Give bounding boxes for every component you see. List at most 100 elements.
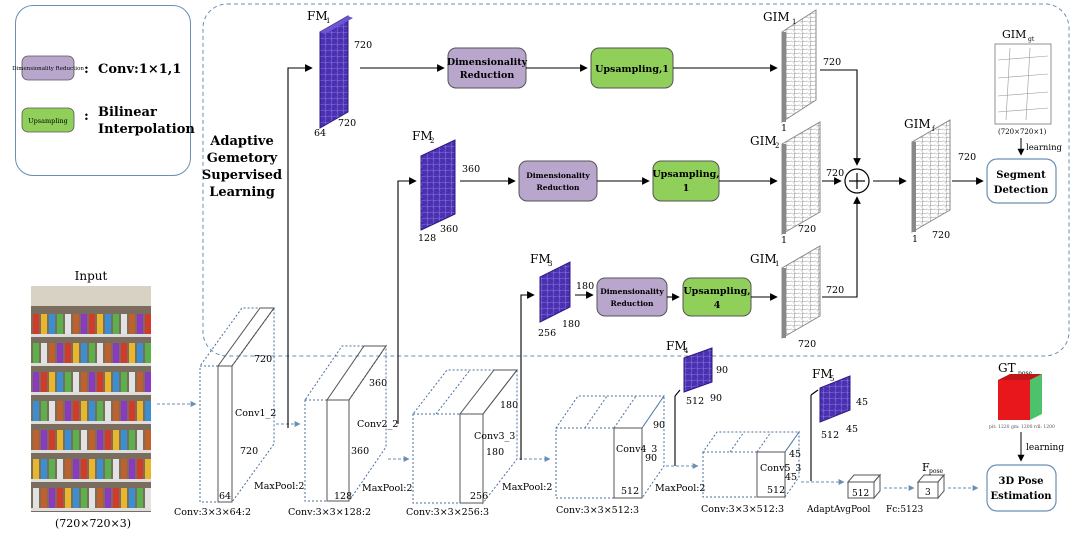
gim1: GIM 1 720 1 <box>763 9 841 134</box>
block-3-pool: MaxPool:2 <box>502 482 552 493</box>
fm2-w: 360 <box>440 224 458 235</box>
dr-2-line-1: Dimensionality <box>526 171 590 180</box>
pose-estimation-box: 3D Pose Estimation <box>986 464 1057 512</box>
gim3-size: 720 <box>826 285 844 296</box>
block-5-size: 45 <box>789 449 801 460</box>
fm1-sub: 1 <box>326 17 330 25</box>
fm2-sub: 2 <box>430 137 434 145</box>
conv-block-1 <box>199 306 275 504</box>
row1: Dimensionality Reduction Upsampling,1 <box>360 47 778 89</box>
block-4-size: 90 <box>653 420 665 431</box>
legend-dr-chip-text: Dimensionality Reduction <box>12 66 84 72</box>
gim-f-sub: f <box>932 125 936 133</box>
segment-detection-box: Segment Detection <box>986 158 1057 204</box>
segment-1: Segment <box>996 170 1046 181</box>
up-box-2 <box>652 160 720 202</box>
input-size: (720×720×3) <box>55 517 131 530</box>
gim3: GIM 1 720 720 <box>750 245 844 350</box>
gim2-size: 720 <box>826 168 844 179</box>
gim2-name: GIM <box>750 134 777 148</box>
segment-2: Detection <box>994 185 1049 196</box>
adapt-pool-box: 512 AdaptAvgPool <box>806 473 882 515</box>
fm4: FM 4 90 90 512 <box>666 339 728 407</box>
fc-name: F <box>922 461 930 474</box>
block-5-inner: Conv5_3 <box>760 463 801 474</box>
legend-up-desc-1: Bilinear <box>98 105 157 120</box>
block-1-size-b: 720 <box>240 446 258 457</box>
block-2-size: 360 <box>369 378 387 389</box>
adapt-pool-val: 512 <box>852 489 869 499</box>
fm5-name: FM <box>812 367 833 381</box>
input-image <box>31 286 151 512</box>
row3: Dimensionality Reduction Upsampling, 4 <box>575 277 778 317</box>
row2: Dimensionality Reduction Upsampling, 1 <box>460 160 778 202</box>
gim2: GIM 2 720 1 720 <box>750 121 844 246</box>
legend-dr-chip <box>21 55 75 81</box>
agsl-line-2: Gemetory <box>207 151 278 166</box>
legend-up-chip <box>21 107 75 133</box>
up-2-line-1: Upsampling, <box>652 169 719 180</box>
fm5: FM 5 45 45 512 <box>812 367 868 441</box>
fm2-h: 360 <box>462 164 480 175</box>
input-title: Input <box>75 269 108 283</box>
block-5-size-b: 45 <box>785 472 797 483</box>
dr-box-2 <box>518 160 598 202</box>
dr-3-line-1: Dimensionality <box>600 287 664 296</box>
up-3-line-2: 4 <box>714 300 721 311</box>
fm4-name: FM <box>666 339 687 353</box>
gt-pose-caption: pit: 1220 gm: 1200 rdl: 1200 <box>989 424 1055 430</box>
gt-pose-learning: learning <box>1026 443 1064 453</box>
fm2-c: 128 <box>418 233 436 244</box>
block-1-depth: 64 <box>219 491 231 502</box>
fm2: FM 2 360 360 128 <box>412 129 480 244</box>
legend-up-chip-text: Upsampling <box>28 117 68 125</box>
gim-gt-learning: learning <box>1026 143 1063 153</box>
gim-f-depth: 1 <box>912 234 918 245</box>
block-2-conv: Conv:3×3×128:2 <box>288 507 371 518</box>
conv-block-2 <box>304 344 387 503</box>
up-3-line-1: Upsampling, <box>683 286 750 297</box>
gim2-depth: 1 <box>781 235 787 246</box>
fm3-c: 256 <box>538 328 556 339</box>
gim1-depth: 1 <box>781 123 787 134</box>
block-5-depth: 512 <box>767 485 785 496</box>
gim-f-size: 720 <box>958 152 976 163</box>
block-1-conv: Conv:3×3×64:2 <box>174 507 251 518</box>
gim3-depth: 720 <box>798 339 816 350</box>
dr-box-3 <box>596 277 668 317</box>
legend-dr-colon: : <box>84 62 89 77</box>
dr-2-line-2: Reduction <box>536 183 580 192</box>
fc-box: 3 Fc:5123 F pose <box>886 461 946 515</box>
fm5-c: 512 <box>821 430 839 441</box>
block-1-size: 720 <box>254 354 272 365</box>
fm4-sub: 4 <box>684 347 689 355</box>
block-2-inner: Conv2_2 <box>357 419 398 430</box>
block-4-depth: 512 <box>621 486 639 497</box>
gim1-size: 720 <box>823 57 841 68</box>
block-2-size-b: 360 <box>351 446 369 457</box>
fc-val: 3 <box>925 488 931 498</box>
dr-box-1 <box>447 47 527 89</box>
pose-est-2: Estimation <box>990 491 1052 502</box>
conv-block-4 <box>555 394 665 500</box>
block-1-pool: MaxPool:2 <box>254 481 304 492</box>
pose-est-1: 3D Pose <box>998 476 1043 487</box>
dr-1-line-2: Reduction <box>460 70 515 81</box>
fm2-name: FM <box>412 129 433 143</box>
gim3-sub: 1 <box>775 260 779 268</box>
sum-node <box>844 168 870 194</box>
conv-block-3 <box>411 368 519 505</box>
gim1-name: GIM <box>763 10 790 24</box>
fm1-name: FM <box>307 9 328 23</box>
block-4-pool: MaxPool:2 <box>655 483 705 494</box>
gim3-name: GIM <box>750 252 777 266</box>
block-3-inner: Conv3_3 <box>474 431 515 442</box>
gt-pose-sub: pose <box>1018 370 1033 377</box>
fc-sub: pose <box>929 468 944 475</box>
gim2-w: 720 <box>798 224 816 235</box>
fm4-c: 512 <box>686 396 704 407</box>
gim-f-name: GIM <box>904 117 931 131</box>
block-1-inner: Conv1_2 <box>235 408 276 419</box>
